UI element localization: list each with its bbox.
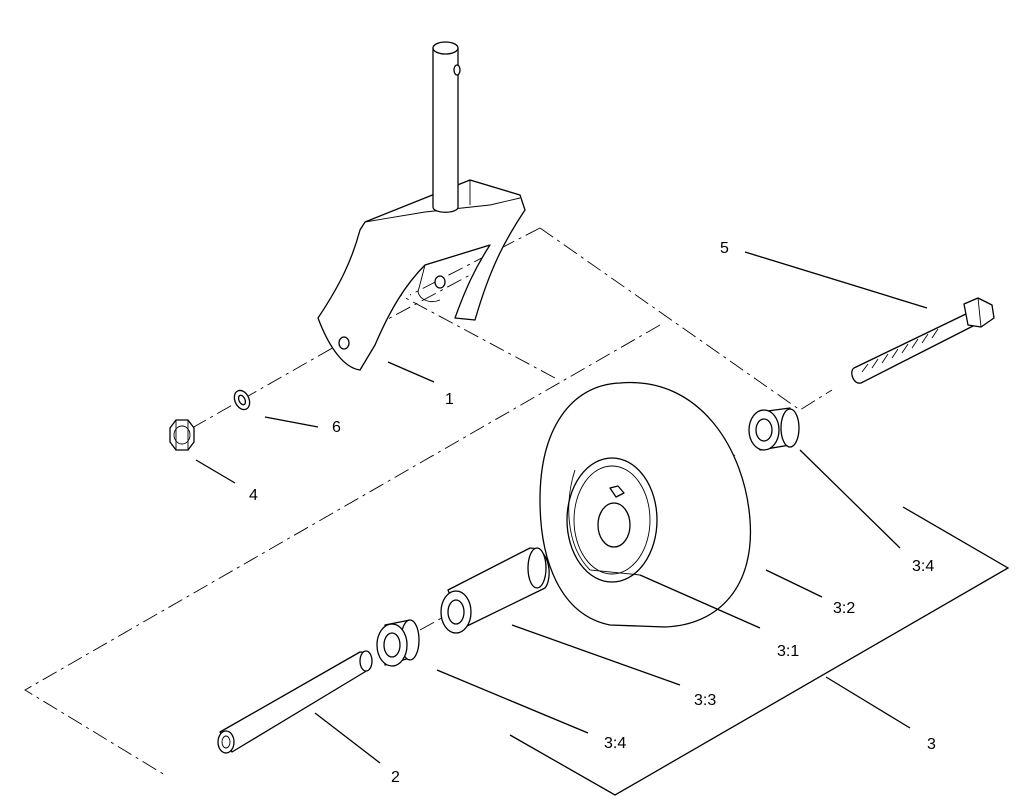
wheel-bearing-upper bbox=[748, 407, 800, 451]
lock-washer bbox=[233, 389, 251, 411]
callout-5: 5 bbox=[720, 240, 729, 257]
callout-1: 1 bbox=[445, 391, 454, 408]
callout-3-4-upper: 3:4 bbox=[912, 558, 934, 575]
hex-nut bbox=[169, 419, 195, 451]
spacer-tube bbox=[440, 547, 550, 634]
caster-fork bbox=[317, 41, 526, 371]
callout-3: 3 bbox=[927, 736, 936, 753]
callout-3-4-lower: 3:4 bbox=[604, 735, 626, 752]
callout-3-2: 3:2 bbox=[833, 600, 855, 617]
callout-labels: 1 6 4 5 3:4 3:2 3:1 3:3 3:4 3 2 bbox=[249, 240, 936, 786]
axle-bolt bbox=[851, 297, 995, 384]
axle-tube bbox=[217, 650, 373, 754]
callout-2: 2 bbox=[391, 769, 400, 786]
callout-3-3: 3:3 bbox=[694, 692, 716, 709]
callout-4: 4 bbox=[249, 487, 258, 504]
wheel-assembly bbox=[539, 381, 752, 628]
rim-hub bbox=[597, 502, 631, 548]
wheel-bearing-lower bbox=[376, 619, 420, 667]
callout-3-1: 3:1 bbox=[777, 643, 799, 660]
leader-lines bbox=[195, 251, 1010, 796]
callout-6: 6 bbox=[332, 419, 341, 436]
